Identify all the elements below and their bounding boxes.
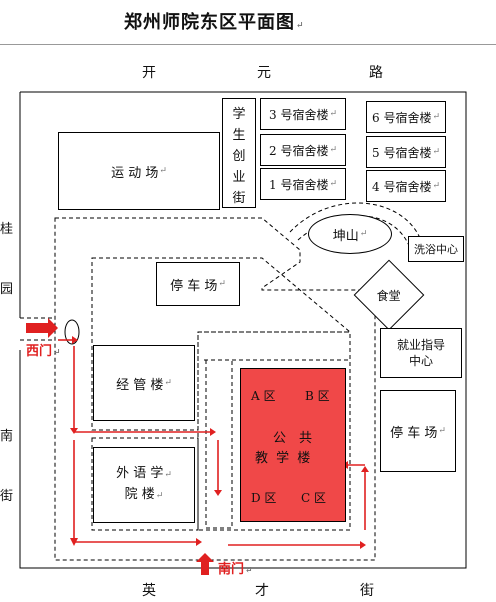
management-building[interactable]: 经 管 楼↵ xyxy=(93,345,195,421)
road-south-char-1: 英 xyxy=(142,583,156,599)
dorm-6[interactable]: 6 号宿舍楼↵ xyxy=(366,101,446,133)
dorm-6-label: 6 号宿舍楼 xyxy=(372,110,432,125)
teaching-name-line-1: 公 共 xyxy=(273,431,313,446)
zone-d-label: D 区 xyxy=(251,491,277,505)
dorm-1[interactable]: 1 号宿舍楼↵ xyxy=(260,168,346,200)
dorm-1-label: 1 号宿舍楼 xyxy=(269,177,329,192)
zone-a-label: A 区 xyxy=(251,389,276,403)
sports-field[interactable]: 运 动 场↵ xyxy=(58,132,220,210)
foreign-language-line-2: 院 楼↵ xyxy=(124,487,164,502)
dorm-3[interactable]: 3 号宿舍楼↵ xyxy=(260,98,346,130)
foreign-language-line-1: 外 语 学↵ xyxy=(116,466,172,481)
dorm-2-label: 2 号宿舍楼 xyxy=(269,143,329,158)
student-street-char-5: 街 xyxy=(232,191,246,206)
bathhouse[interactable]: 洗浴中心 xyxy=(408,236,464,262)
teaching-name-line-2: 教 学 楼 xyxy=(255,451,313,466)
parking-west-label: 停 车 场 xyxy=(170,278,218,294)
parking-west[interactable]: 停 车 场↵ xyxy=(156,262,240,306)
student-street-char-1: 学 xyxy=(232,107,246,122)
page-title: 郑州师院东区平面图↵ xyxy=(124,12,305,33)
student-street-char-3: 创 xyxy=(232,149,246,164)
canteen-label: 食堂 xyxy=(376,288,402,303)
student-street-char-4: 业 xyxy=(232,170,246,185)
employment-center-line-1: 就业指导 xyxy=(396,338,445,352)
bathhouse-label: 洗浴中心 xyxy=(414,243,458,256)
dorm-3-label: 3 号宿舍楼 xyxy=(269,107,329,122)
dorm-5[interactable]: 5 号宿舍楼↵ xyxy=(366,136,446,168)
foreign-language-building[interactable]: 外 语 学↵ 院 楼↵ xyxy=(93,447,195,523)
south-gate-arrow xyxy=(196,553,214,575)
road-south-char-3: 街 xyxy=(360,583,374,599)
road-south-char-2: 才 xyxy=(255,583,269,599)
sports-field-label: 运 动 场 xyxy=(111,165,159,181)
road-north-char-3: 路 xyxy=(369,65,383,81)
title-divider xyxy=(0,44,496,45)
student-street[interactable]: 学 生 创 业 街 xyxy=(222,98,256,208)
zone-b-label: B 区 xyxy=(305,389,330,403)
parking-east[interactable]: 停 车 场↵ xyxy=(380,390,456,472)
west-gate-arrow xyxy=(26,318,58,338)
employment-center[interactable]: 就业指导 中心 xyxy=(380,328,462,378)
road-north-char-1: 开 xyxy=(142,65,156,81)
student-street-char-2: 生 xyxy=(232,128,246,143)
public-teaching-building[interactable]: A 区 B 区 公 共 教 学 楼 D 区 C 区 xyxy=(240,368,346,522)
road-west-char-2: 园 xyxy=(0,282,14,297)
west-gate-label: 西门↵ xyxy=(26,344,61,359)
road-west-char-1: 桂 xyxy=(0,222,14,237)
road-north-char-2: 元 xyxy=(257,65,271,81)
dorm-5-label: 5 号宿舍楼 xyxy=(372,145,432,160)
dorm-2[interactable]: 2 号宿舍楼↵ xyxy=(260,134,346,166)
kunshan-label: 坤山 xyxy=(332,228,359,244)
management-building-label: 经 管 楼 xyxy=(116,377,164,393)
road-west-char-3: 南 xyxy=(0,429,14,444)
employment-center-line-2: 中心 xyxy=(408,354,433,368)
zone-c-label: C 区 xyxy=(301,491,326,505)
dorm-4-label: 4 号宿舍楼 xyxy=(372,179,432,194)
road-west-char-4: 街 xyxy=(0,489,14,504)
dorm-4[interactable]: 4 号宿舍楼↵ xyxy=(366,170,446,202)
kunshan-hill[interactable]: 坤山↵ xyxy=(308,214,392,254)
parking-east-label: 停 车 场 xyxy=(390,425,438,441)
south-gate-label: 南门↵ xyxy=(218,562,253,577)
